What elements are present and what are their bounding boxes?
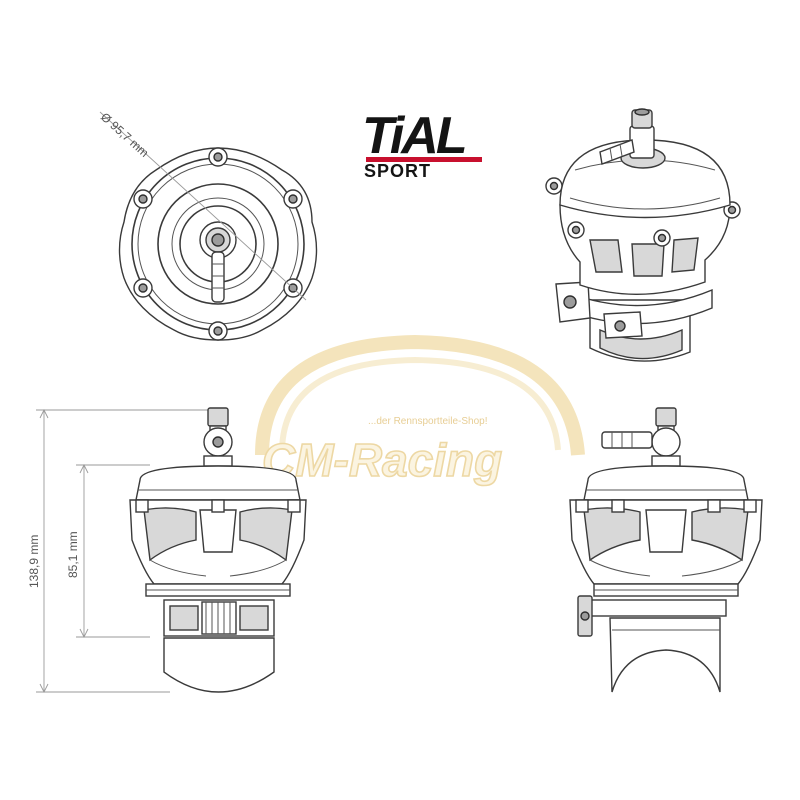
diameter-dimension-label: Ø 95,7 mm [98, 110, 151, 160]
total-height-label: 138,9 mm [27, 535, 41, 588]
iso-top-fitting [599, 108, 666, 169]
diameter-dimension-line [99, 111, 307, 301]
front-ribs [135, 499, 301, 577]
isometric-view [545, 108, 741, 362]
front-outlet [163, 637, 275, 693]
body-height-label: 85,1 mm [66, 531, 80, 578]
side-outlet [609, 617, 721, 693]
front-view: 138,9 mm 85,1 mm [27, 407, 307, 694]
front-clamp [163, 599, 275, 637]
front-dimensions: 138,9 mm 85,1 mm [27, 408, 210, 694]
logo-sub-text: SPORT [364, 161, 431, 181]
side-top-fitting [601, 407, 681, 467]
logo-brand-text: TiAL [362, 107, 465, 165]
watermark-tagline: ...der Rennsportteile-Shop! [368, 416, 488, 427]
watermark-brand: CM-Racing [262, 434, 502, 486]
iso-clamp-ears [555, 281, 643, 339]
watermark-arc [255, 334, 585, 456]
watermark: ...der Rennsportteile-Shop! CM-Racing [255, 334, 585, 487]
side-ribs [575, 499, 757, 577]
side-dome [583, 465, 749, 501]
front-top-fitting [203, 407, 233, 467]
logo-accent-stripe [366, 157, 482, 162]
side-view [569, 407, 763, 693]
iso-bolts [545, 177, 741, 247]
top-view-center-fitting [199, 221, 237, 303]
top-view: Ø 95,7 mm [98, 110, 318, 341]
side-clamp [577, 595, 727, 637]
front-dome [135, 465, 301, 501]
iso-clamp-ring [565, 288, 713, 325]
tial-sport-logo: TiAL SPORT [362, 107, 482, 181]
